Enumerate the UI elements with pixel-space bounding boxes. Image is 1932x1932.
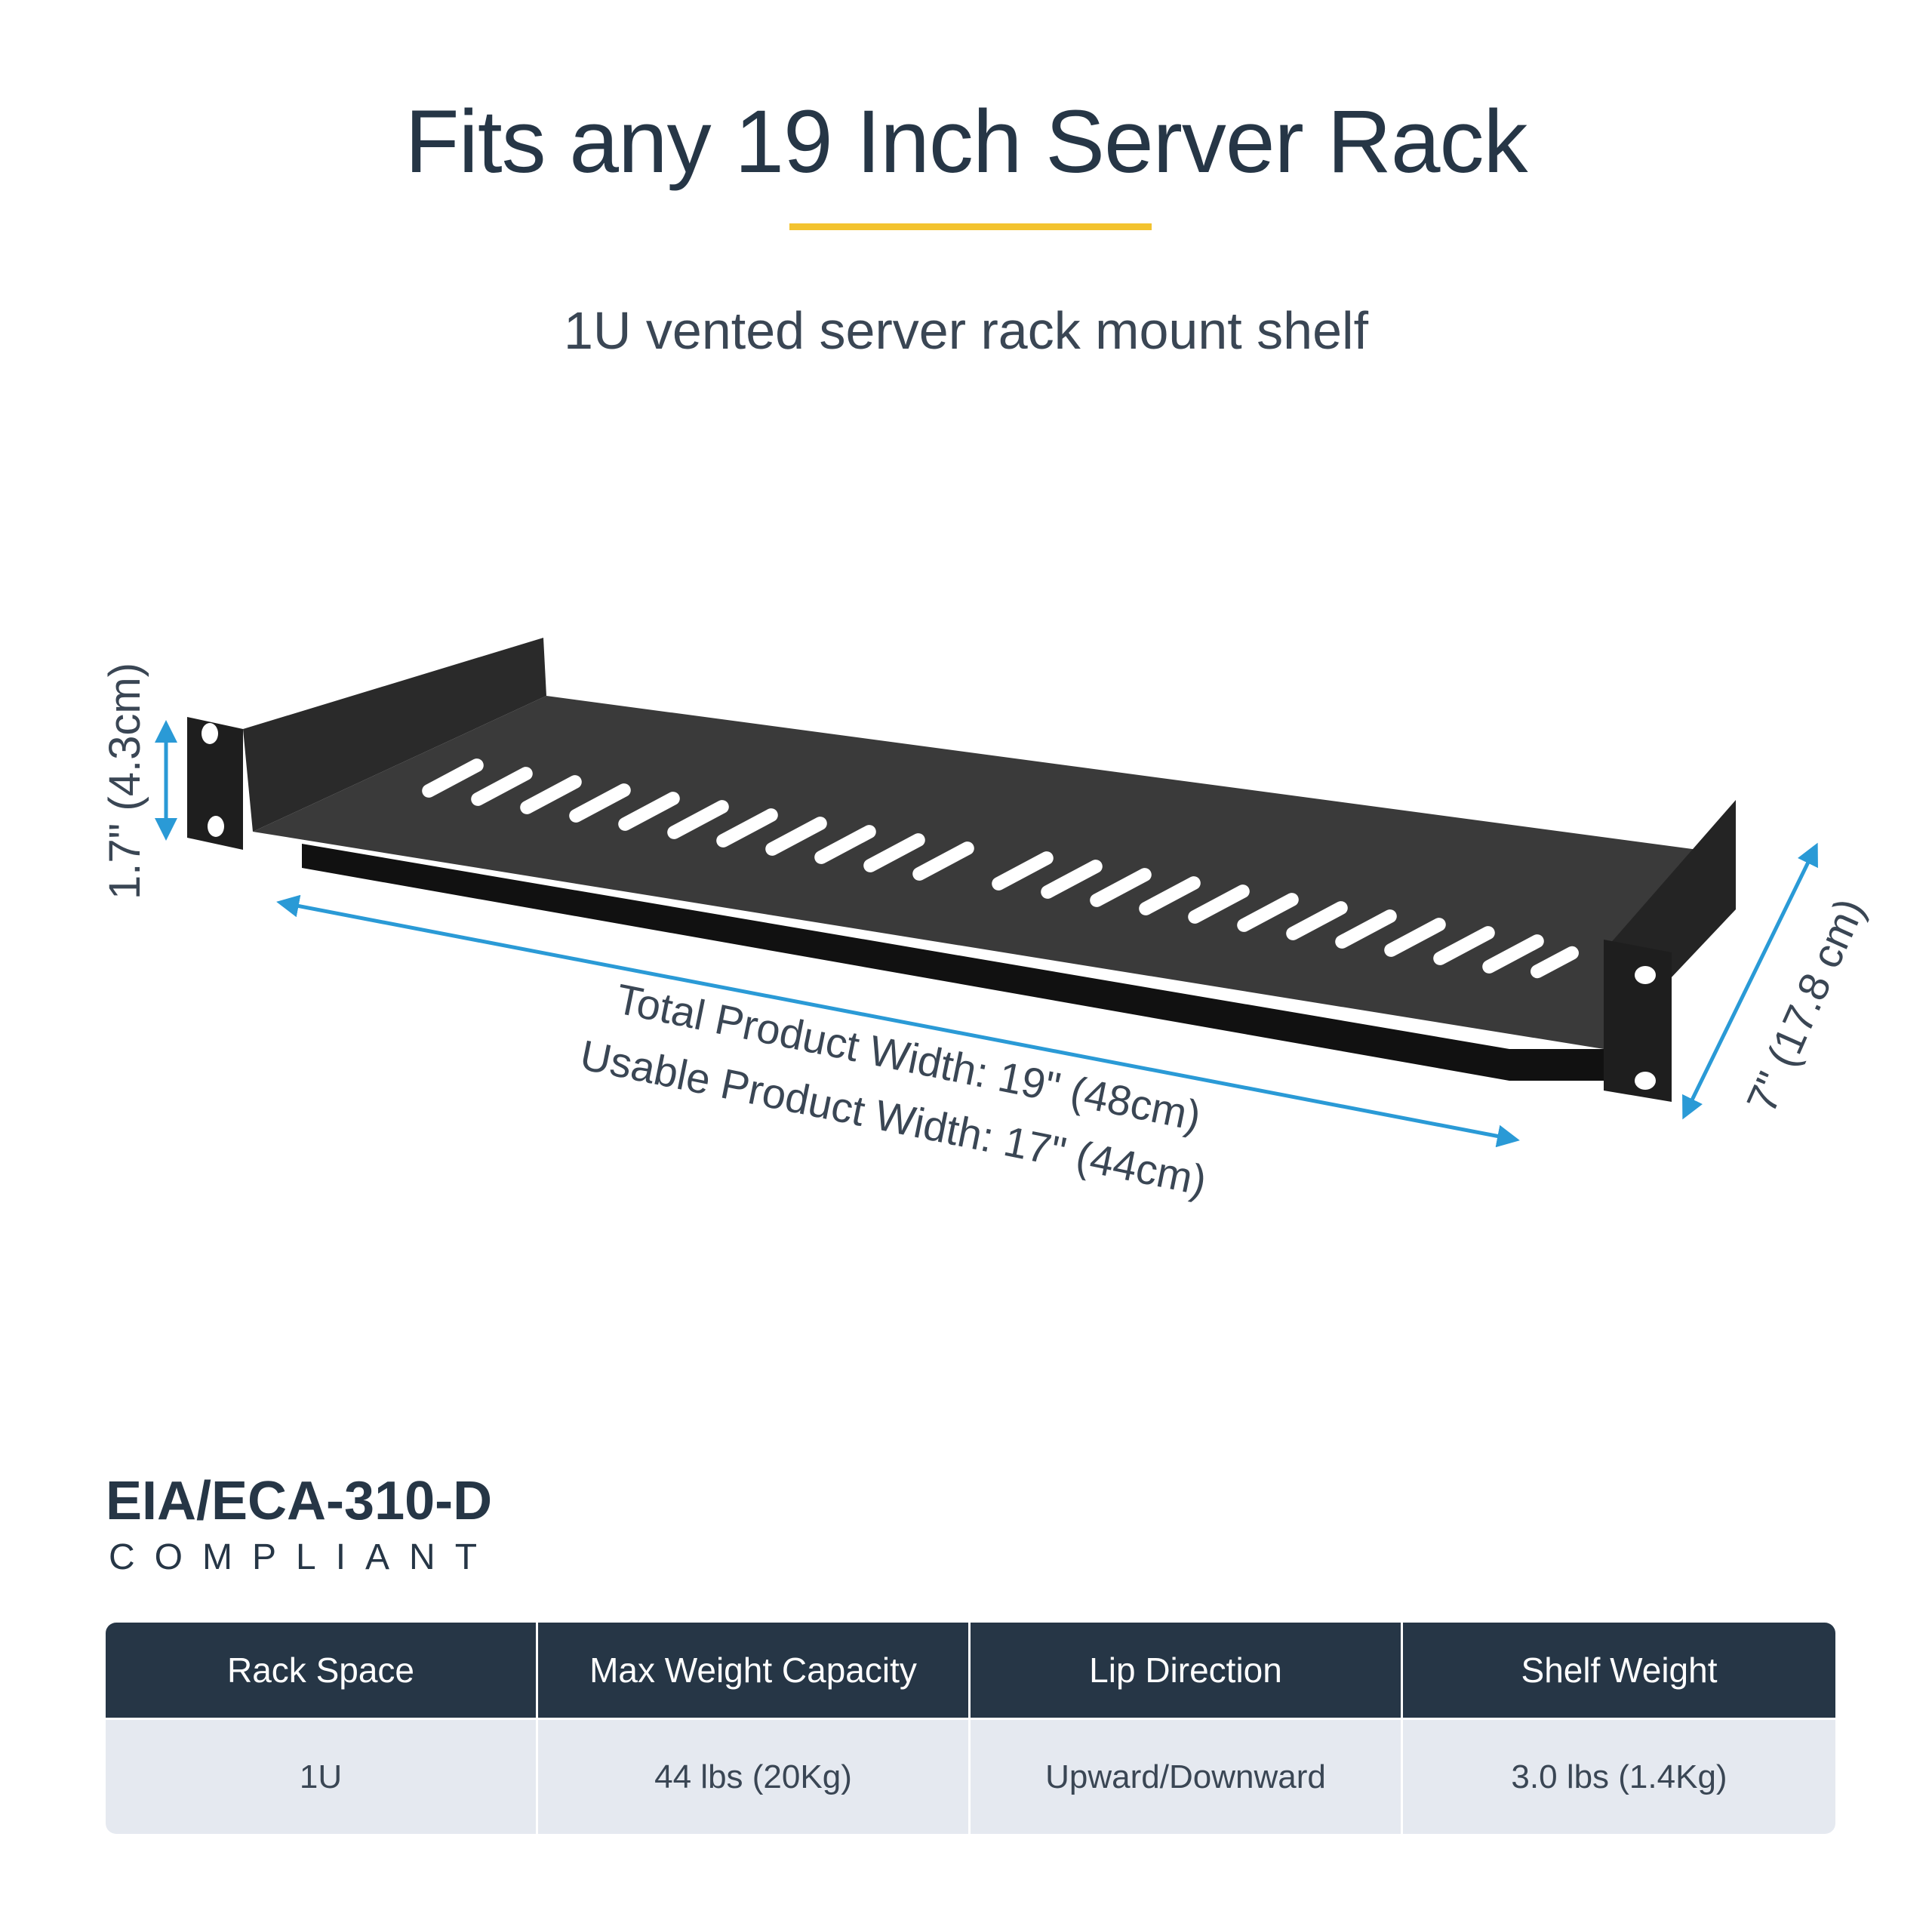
compliance-label: COMPLIANT xyxy=(109,1537,497,1577)
spec-header-rack-space: Rack Space xyxy=(106,1623,538,1718)
spec-value-max-weight: 44 lbs (20Kg) xyxy=(538,1718,971,1834)
spec-header-max-weight: Max Weight Capacity xyxy=(538,1623,971,1718)
spec-value-rack-space: 1U xyxy=(106,1718,538,1834)
spec-header-shelf-weight: Shelf Weight xyxy=(1403,1623,1835,1718)
spec-table: Rack Space Max Weight Capacity Lip Direc… xyxy=(106,1623,1835,1834)
page-subtitle: 1U vented server rack mount shelf xyxy=(563,301,1369,360)
width-dimension-arrow xyxy=(276,894,1520,1148)
spec-value-shelf-weight: 3.0 lbs (1.4Kg) xyxy=(1403,1718,1835,1834)
spec-value-lip-direction: Upward/Downward xyxy=(971,1718,1403,1834)
depth-dimension-arrow xyxy=(1682,842,1818,1120)
product-figure: 1.7" (4.3cm) Total Product Width: 19" (4… xyxy=(100,638,1874,1204)
depth-dimension-label: 7" (17.8 cm) xyxy=(1737,891,1874,1120)
title-underline xyxy=(789,223,1152,230)
compliance-standard: EIA/ECA-310-D xyxy=(106,1471,493,1531)
spec-header-lip-direction: Lip Direction xyxy=(971,1623,1403,1718)
height-dimension-label: 1.7" (4.3cm) xyxy=(100,663,149,900)
page-title: Fits any 19 Inch Server Rack xyxy=(405,92,1528,192)
